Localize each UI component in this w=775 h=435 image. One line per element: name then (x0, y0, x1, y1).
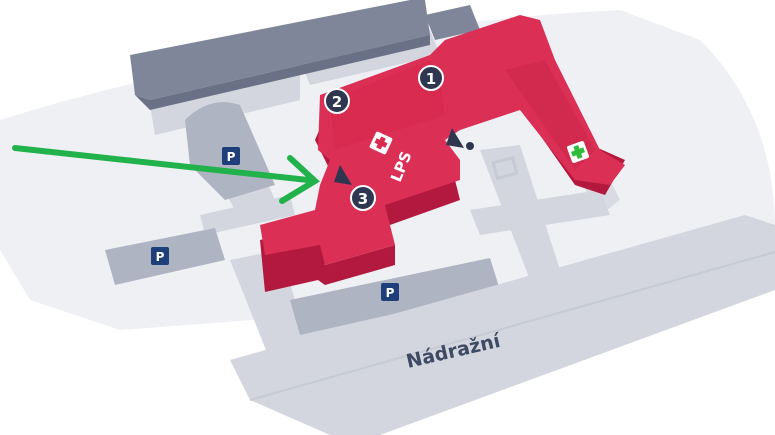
pointer-arrow-icon (12, 145, 320, 204)
entrance-pin-2[interactable]: 2 (324, 88, 350, 114)
svg-text:2: 2 (332, 93, 342, 111)
entrance-pin-3[interactable]: 3 (350, 185, 376, 211)
parking-badge[interactable]: P (381, 283, 399, 301)
entrance-arrow-icon (334, 128, 474, 185)
courtyard-marks (491, 155, 519, 181)
first-aid-cross-icon (369, 131, 393, 155)
pharmacy-cross-icon (567, 141, 589, 163)
parking-badge[interactable]: P (222, 147, 240, 165)
entrance-pin-1[interactable]: 1 (418, 65, 444, 91)
street-nadrazni (230, 215, 775, 435)
svg-text:1: 1 (426, 70, 436, 88)
svg-text:P: P (227, 150, 236, 164)
neighbour-buildings (130, 0, 480, 110)
parking-badge[interactable]: P (151, 247, 169, 265)
svg-text:3: 3 (358, 190, 368, 208)
svg-text:P: P (156, 250, 165, 264)
svg-text:P: P (386, 286, 395, 300)
